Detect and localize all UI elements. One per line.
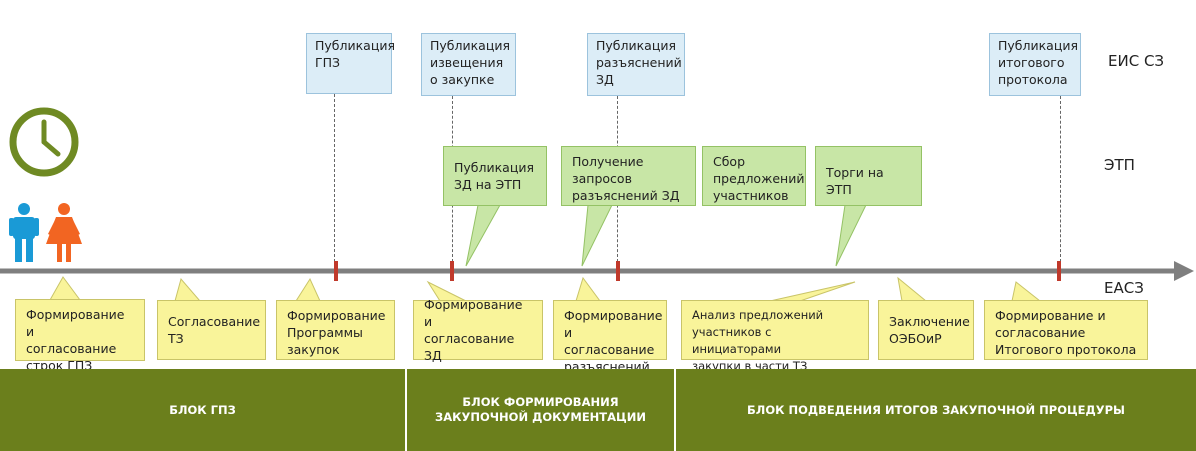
box-line: Итогового протокола <box>995 342 1137 357</box>
box-line: Публикация <box>998 38 1078 53</box>
box-line: Публикация <box>315 38 395 53</box>
box-line: Анализ предложений <box>692 308 824 322</box>
box-line: Формирование и <box>424 297 523 329</box>
eis-box-publication-clarifications: Публикация разъяснений ЗД <box>587 33 685 96</box>
box-line: Формирование и <box>995 308 1106 323</box>
box-line: Публикация <box>454 160 534 175</box>
box-line: Формирование и <box>26 307 125 339</box>
clock-icon <box>9 107 79 177</box>
box-line: ЗД на ЭТП <box>454 177 522 192</box>
milestone-tick <box>334 261 338 281</box>
box-line: извещения <box>430 55 504 70</box>
etp-callout-tail-3 <box>835 204 867 267</box>
box-line: Получение <box>572 154 644 169</box>
eacz-box-zd-approval: Формирование и согласование ЗД <box>413 297 543 363</box>
box-line: Формирование <box>287 308 386 323</box>
box-line: согласование ЗД <box>424 331 515 363</box>
etp-box-collecting-offers: Сбор предложений участников <box>702 146 806 206</box>
box-line: согласование <box>26 341 117 356</box>
box-line: ТЗ <box>168 331 184 346</box>
male-person-icon <box>9 203 39 262</box>
lane-label-eacz: ЕАСЗ <box>1104 279 1144 297</box>
timeline-arrow-icon <box>1174 261 1194 281</box>
eacz-callout-tail-6 <box>769 281 856 302</box>
box-line: о закупке <box>430 72 495 87</box>
eacz-callout-tail-1 <box>49 276 81 301</box>
milestone-tick <box>1057 261 1061 281</box>
box-line: Заключение <box>889 314 970 329</box>
box-line: ЗД <box>596 72 614 87</box>
box-line: предложений <box>713 171 805 186</box>
block-separator <box>674 369 676 451</box>
milestone-tick <box>450 261 454 281</box>
block-documentation: БЛОК ФОРМИРОВАНИЯ ЗАКУПОЧНОЙ ДОКУМЕНТАЦИ… <box>407 369 674 451</box>
eis-connector-4 <box>1060 96 1061 262</box>
lane-label-eis: ЕИС СЗ <box>1108 52 1165 70</box>
box-line: разъяснений <box>596 55 682 70</box>
box-line: ГПЗ <box>315 55 341 70</box>
box-line: участников <box>713 188 789 203</box>
box-line: итогового <box>998 55 1065 70</box>
eacz-callout-tail-7 <box>897 276 928 302</box>
eacz-callout-tail-5 <box>575 276 601 302</box>
box-line: закупок <box>287 342 340 357</box>
block-gpz: БЛОК ГПЗ <box>0 369 405 451</box>
box-line: согласование <box>995 325 1086 340</box>
eacz-callout-tail-2 <box>174 277 202 302</box>
box-line: Сбор <box>713 154 746 169</box>
etp-callout-tail-1 <box>465 204 501 267</box>
box-line: участников с инициаторами <box>692 325 782 356</box>
box-line: разъяснений ЗД <box>572 188 680 203</box>
etp-box-receiving-requests: Получение запросов разъяснений ЗД <box>561 146 696 206</box>
milestone-tick <box>616 261 620 281</box>
eacz-box-oeboir: Заключение ОЭБОиР <box>878 300 974 360</box>
block-separator <box>405 369 407 451</box>
block-results: БЛОК ПОДВЕДЕНИЯ ИТОГОВ ЗАКУПОЧНОЙ ПРОЦЕД… <box>676 369 1196 451</box>
box-line: и согласование <box>564 325 655 357</box>
box-line: Программы <box>287 325 363 340</box>
box-line: Формирование <box>564 308 663 323</box>
female-person-icon <box>46 203 82 262</box>
box-line: Публикация <box>596 38 676 53</box>
box-line: запросов <box>572 171 632 186</box>
eacz-box-program: Формирование Программы закупок <box>276 300 395 360</box>
eacz-callout-tail-8 <box>1011 281 1042 302</box>
etp-box-publication-zd: Публикация ЗД на ЭТП <box>443 146 547 206</box>
box-line: Согласование <box>168 314 261 329</box>
etp-callout-tail-2 <box>581 204 613 267</box>
box-line: Торги на ЭТП <box>826 165 884 197</box>
eacz-box-final-protocol: Формирование и согласование Итогового пр… <box>984 300 1148 360</box>
box-line: Публикация <box>430 38 510 53</box>
eacz-callout-tail-3 <box>295 277 321 302</box>
eis-box-publication-gpz: Публикация ГПЗ <box>306 33 395 94</box>
box-line: ОЭБОиР <box>889 331 942 346</box>
eis-connector-1 <box>334 94 335 262</box>
eacz-box-offer-analysis: Анализ предложений участников с инициато… <box>681 300 869 373</box>
eis-box-publication-final-protocol: Публикация итогового протокола <box>989 33 1081 96</box>
eacz-box-clarifications: Формирование и согласование разъяснений … <box>553 300 667 391</box>
eis-box-publication-notice: Публикация извещения о закупке <box>421 33 516 96</box>
lane-label-etp: ЭТП <box>1104 156 1135 174</box>
eacz-box-gpz-lines: Формирование и согласование строк ГПЗ <box>15 299 145 373</box>
box-line: протокола <box>998 72 1068 87</box>
eacz-box-tz-approval: Согласование ТЗ <box>157 300 266 360</box>
etp-box-trading: Торги на ЭТП <box>815 146 922 206</box>
